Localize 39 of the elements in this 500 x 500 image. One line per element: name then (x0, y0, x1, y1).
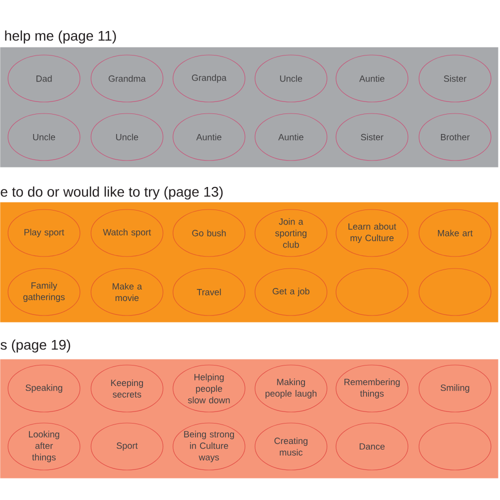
oval-bubble: Family gatherings (8, 268, 80, 316)
oval-bubble: Remembering things (336, 364, 408, 412)
empty-oval (418, 268, 492, 316)
section-heading: help me (page 11) (5, 30, 116, 44)
oval-bubble: Helping people slow down (172, 364, 246, 412)
oval-bubble: Go bush (172, 209, 246, 257)
oval-bubble: Grandpa (172, 54, 246, 102)
oval-bubble: Make art (418, 209, 492, 257)
oval-bubble: Auntie (254, 113, 328, 161)
oval-bubble: Creating music (254, 422, 328, 470)
oval-bubble: Speaking (8, 364, 80, 412)
oval-bubble: Auntie (336, 54, 408, 102)
oval-bubble: Dance (336, 422, 408, 470)
oval-bubble: Making people laugh (254, 364, 328, 412)
oval-bubble: Auntie (172, 113, 246, 161)
oval-bubble: Learn about my Culture (336, 209, 408, 257)
oval-bubble: Uncle (90, 113, 164, 161)
oval-bubble: Uncle (254, 54, 328, 102)
oval-bubble: Keeping secrets (90, 364, 164, 412)
oval-bubble: Being strong in Culture ways (172, 422, 246, 470)
section-heading: e to do or would like to try (page 13) (0, 186, 223, 200)
oval-bubble: Looking after things (8, 422, 80, 470)
oval-bubble: Watch sport (90, 209, 164, 257)
oval-bubble: Get a job (254, 268, 328, 316)
oval-bubble: Travel (172, 268, 246, 316)
empty-oval (336, 268, 408, 316)
section-heading: s (page 19) (0, 339, 70, 353)
oval-bubble: Play sport (8, 209, 80, 257)
oval-bubble: Make a movie (90, 268, 164, 316)
oval-bubble: Sport (90, 422, 164, 470)
oval-bubble: Join a sporting club (254, 209, 328, 257)
oval-bubble: Brother (418, 113, 492, 161)
oval-bubble: Smiling (418, 364, 492, 412)
oval-bubble: Uncle (8, 113, 80, 161)
oval-bubble: Sister (336, 113, 408, 161)
oval-bubble: Grandma (90, 54, 164, 102)
empty-oval (418, 422, 492, 470)
oval-bubble: Sister (418, 54, 492, 102)
oval-bubble: Dad (8, 54, 80, 102)
